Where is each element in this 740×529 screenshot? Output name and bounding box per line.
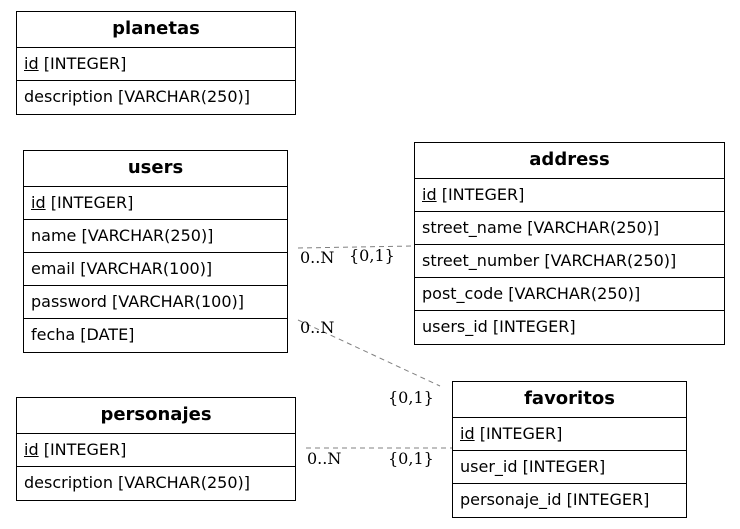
- field-type: [INTEGER]: [38, 54, 127, 73]
- field-row: description [VARCHAR(250)]: [24, 87, 251, 106]
- field-type: [INTEGER]: [474, 424, 563, 443]
- edge-users-address: [297, 245, 415, 249]
- field-row: id [INTEGER]: [17, 434, 295, 467]
- field-row: street_number [VARCHAR(250)]: [415, 245, 724, 278]
- field-row: user_id [INTEGER]: [453, 451, 686, 484]
- label-users-address-from: 0..N: [300, 248, 334, 267]
- field-row: id [INTEGER]: [24, 187, 287, 220]
- primary-key: id: [24, 440, 39, 459]
- entity-title: personajes: [17, 398, 295, 434]
- primary-key: id: [422, 185, 437, 204]
- field-row: street_name [VARCHAR(250)]: [415, 212, 724, 245]
- field-type: [INTEGER]: [436, 185, 525, 204]
- field-row: name [VARCHAR(250)]: [24, 220, 287, 253]
- edge-users-favoritos: [297, 319, 441, 387]
- entity-title: favoritos: [453, 382, 686, 418]
- label-personajes-favoritos-to: {0,1}: [388, 449, 434, 468]
- entity-personajes[interactable]: personajes id [INTEGER] description [VAR…: [16, 397, 296, 501]
- label-users-favoritos-to: {0,1}: [388, 388, 434, 407]
- field-row: email [VARCHAR(100)]: [24, 253, 287, 286]
- field-row: fecha [DATE]: [31, 325, 135, 344]
- primary-key: id: [24, 54, 39, 73]
- field-row: id [INTEGER]: [415, 179, 724, 212]
- entity-users[interactable]: users id [INTEGER] name [VARCHAR(250)] e…: [23, 150, 288, 353]
- entity-planetas[interactable]: planetas id [INTEGER] description [VARCH…: [16, 11, 296, 115]
- label-personajes-favoritos-from: 0..N: [307, 449, 341, 468]
- primary-key: id: [460, 424, 475, 443]
- field-row: password [VARCHAR(100)]: [24, 286, 287, 319]
- field-row: personaje_id [INTEGER]: [460, 490, 650, 509]
- field-row: id [INTEGER]: [17, 48, 295, 81]
- field-row: post_code [VARCHAR(250)]: [415, 278, 724, 311]
- label-users-address-to: {0,1}: [349, 246, 395, 265]
- label-users-favoritos-from: 0..N: [300, 318, 334, 337]
- primary-key: id: [31, 193, 46, 212]
- entity-title: address: [415, 143, 724, 179]
- field-row: description [VARCHAR(250)]: [24, 473, 251, 492]
- entity-title: users: [24, 151, 287, 187]
- field-type: [INTEGER]: [45, 193, 134, 212]
- entity-favoritos[interactable]: favoritos id [INTEGER] user_id [INTEGER]…: [452, 381, 687, 518]
- field-row: users_id [INTEGER]: [422, 317, 576, 336]
- entity-address[interactable]: address id [INTEGER] street_name [VARCHA…: [414, 142, 725, 345]
- field-type: [INTEGER]: [38, 440, 127, 459]
- field-row: id [INTEGER]: [453, 418, 686, 451]
- entity-title: planetas: [17, 12, 295, 48]
